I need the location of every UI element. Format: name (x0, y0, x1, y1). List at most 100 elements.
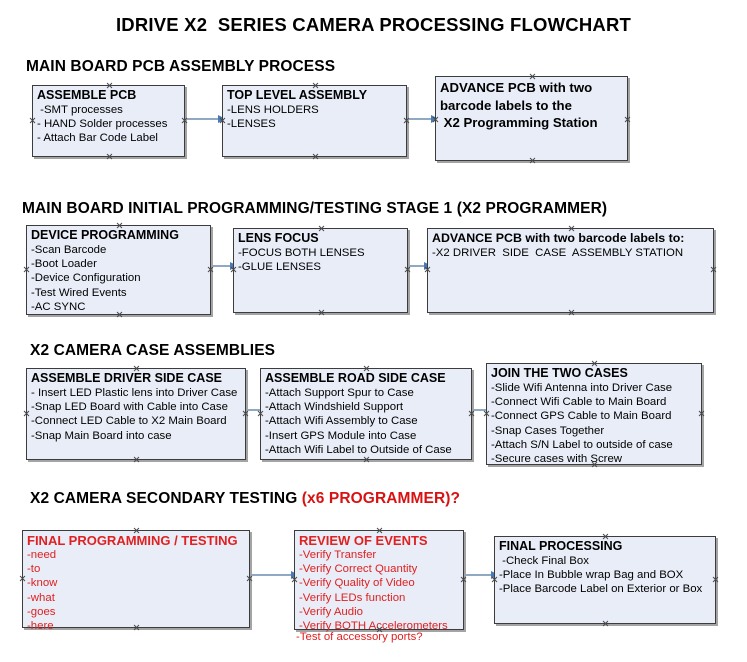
box-line: -Snap Main Board into case (31, 429, 172, 442)
connector-handle-bottom[interactable] (312, 153, 319, 160)
connector-handle-bottom[interactable] (602, 620, 609, 627)
box-line: -Scan Barcode (31, 244, 107, 256)
arrow-review-of-events-to-final-processing (466, 570, 499, 579)
connector-handle-right[interactable] (698, 410, 705, 417)
box-line: -Connect LED Cable to X2 Main Board (31, 415, 227, 428)
box-header: ADVANCE PCB with two barcode labels to: (432, 231, 685, 245)
box-line: -Snap Cases Together (491, 424, 605, 437)
box-line: -Verify Audio (299, 605, 363, 618)
section-title-text: X2 CAMERA SECONDARY TESTING (30, 490, 302, 507)
box-advance-pcb-programming-station[interactable]: ADVANCE PCB with two barcode labels to t… (435, 76, 628, 161)
box-join-the-two-cases[interactable]: JOIN THE TWO CASES -Slide Wifi Antenna i… (486, 363, 702, 465)
box-line: -Verify Correct Quantity (299, 563, 418, 576)
box-line: -AC SYNC (31, 300, 86, 313)
arrow-assemble-pcb-to-top-level (187, 114, 226, 123)
section-title-main-board-pcb-assembly: MAIN BOARD PCB ASSEMBLY PROCESS (26, 58, 336, 75)
connector-handle-bottom[interactable] (318, 309, 325, 316)
connector-handle-left[interactable] (19, 575, 26, 582)
box-header-line: barcode labels to the (440, 97, 572, 113)
arrow-device-programming-to-lens-focus (213, 261, 238, 270)
connector-handle-left[interactable] (483, 410, 490, 417)
box-top-level-assembly[interactable]: TOP LEVEL ASSEMBLY -LENS HOLDERS -LENSES (222, 85, 407, 157)
box-line: -Place In Bubble wrap Bag and BOX (499, 569, 684, 582)
connector-handle-left[interactable] (23, 266, 30, 273)
box-line: -Connect Wifi Cable to Main Board (491, 396, 667, 409)
box-lens-focus[interactable]: LENS FOCUS -FOCUS BOTH LENSES -GLUE LENS… (233, 228, 408, 313)
section-title-x2-camera-secondary-testing: X2 CAMERA SECONDARY TESTING (x6 PROGRAMM… (30, 490, 460, 508)
connector-handle-bottom[interactable] (363, 456, 370, 463)
box-assemble-pcb[interactable]: ASSEMBLE PCB -SMT processes - HAND Solde… (32, 85, 185, 157)
box-line: - Insert LED Plastic lens into Driver Ca… (31, 387, 238, 399)
box-line: -Place Barcode Label on Exterior or Box (499, 583, 703, 596)
box-line: -Slide Wifi Antenna into Driver Case (491, 382, 673, 394)
box-line: -goes (27, 605, 56, 618)
connector-handle-right[interactable] (246, 575, 253, 582)
box-line: -here (27, 620, 54, 633)
box-line: -Verify Transfer (299, 549, 377, 561)
box-line: -know (27, 577, 58, 590)
box-header: ASSEMBLE DRIVER SIDE CASE (31, 371, 223, 385)
box-line: -Verify BOTH Accelerometers (299, 620, 448, 633)
connector-handle-right[interactable] (710, 266, 717, 273)
box-line: -Insert GPS Module into Case (265, 429, 417, 442)
box-header: LENS FOCUS (238, 231, 319, 245)
box-line: - Attach Bar Code Label (37, 132, 158, 145)
box-header: FINAL PROCESSING (499, 539, 623, 553)
connector-handle-left[interactable] (29, 117, 36, 124)
connector-handle-right[interactable] (468, 410, 475, 417)
box-header-line: ADVANCE PCB with two (440, 80, 593, 95)
box-header: JOIN THE TWO CASES (491, 366, 628, 380)
box-line: -Test Wired Events (31, 286, 127, 299)
section-title-x2-camera-case-assemblies: X2 CAMERA CASE ASSEMBLIES (30, 342, 276, 359)
box-line: -Device Configuration (31, 272, 141, 285)
connector-handle-right[interactable] (460, 576, 467, 583)
box-line: -X2 DRIVER SIDE CASE ASSEMBLY STATION (432, 247, 684, 259)
box-header: TOP LEVEL ASSEMBLY (227, 88, 368, 102)
connector-handle-right[interactable] (207, 266, 214, 273)
box-assemble-driver-side-case[interactable]: ASSEMBLE DRIVER SIDE CASE - Insert LED P… (26, 368, 246, 460)
box-device-programming[interactable]: DEVICE PROGRAMMING -Scan Barcode -Boot L… (26, 225, 211, 315)
box-header: FINAL PROGRAMMING / TESTING (27, 533, 238, 548)
box-line: -Snap LED Board with Cable into Case (31, 401, 228, 414)
box-line: -Attach Wifi Label to Outside of Case (265, 443, 452, 456)
arrow-final-programming-to-review-of-events (252, 570, 299, 579)
box-line: -Attach Support Spur to Case (265, 387, 414, 399)
connector-handle-bottom[interactable] (106, 153, 113, 160)
box-line: -Attach Windshield Support (265, 401, 404, 414)
box-line: -Boot Loader (31, 258, 97, 271)
connector-handle-bottom[interactable] (568, 309, 575, 316)
box-line: -Verify LEDs function (299, 591, 406, 604)
box-line: -Attach S/N Label to outside of case (491, 438, 673, 451)
box-advance-pcb-driver-side-case[interactable]: ADVANCE PCB with two barcode labels to: … (427, 228, 714, 313)
box-line: -GLUE LENSES (238, 261, 321, 274)
box-line: -Connect GPS Cable to Main Board (491, 410, 672, 423)
box-line: -FOCUS BOTH LENSES (238, 247, 365, 259)
connector-handle-bottom[interactable] (133, 456, 140, 463)
box-line: -Check Final Box (499, 555, 589, 567)
connector-handle-right[interactable] (242, 410, 249, 417)
box-line: - HAND Solder processes (37, 118, 168, 131)
section-title-red-note: (x6 PROGRAMMER)? (301, 490, 461, 507)
box-review-of-events-overflow-line: -Test of accessory ports? (296, 631, 423, 643)
box-final-programming-testing[interactable]: FINAL PROGRAMMING / TESTING -need -to -k… (19, 530, 253, 632)
arrow-lens-focus-to-advance-pcb (410, 261, 432, 270)
box-line: -LENS HOLDERS (227, 104, 319, 116)
box-line: -LENSES (227, 118, 276, 131)
box-line: -Attach Wifi Assembly to Case (265, 415, 418, 428)
section-title-main-board-initial-programming: MAIN BOARD INITIAL PROGRAMMING/TESTING S… (22, 200, 608, 217)
box-header-line: X2 Programming Station (440, 115, 598, 130)
box-review-of-events[interactable]: REVIEW OF EVENTS -Verify Transfer -Verif… (294, 530, 467, 633)
connector-handle-bottom[interactable] (529, 157, 536, 164)
box-line: -need (27, 549, 57, 561)
connector-handle-right[interactable] (624, 116, 631, 123)
box-header: DEVICE PROGRAMMING (31, 228, 179, 242)
box-line: -what (27, 591, 55, 604)
page-title: IDRIVE X2 SERIES CAMERA PROCESSING FLOWC… (115, 14, 632, 35)
connector-handle-left[interactable] (257, 410, 264, 417)
box-assemble-road-side-case[interactable]: ASSEMBLE ROAD SIDE CASE -Attach Support … (260, 368, 472, 460)
connector-handle-right[interactable] (404, 266, 411, 273)
box-final-processing[interactable]: FINAL PROCESSING -Check Final Box -Place… (494, 536, 716, 624)
connector-handle-left[interactable] (23, 410, 30, 417)
connector-handle-right[interactable] (712, 576, 719, 583)
